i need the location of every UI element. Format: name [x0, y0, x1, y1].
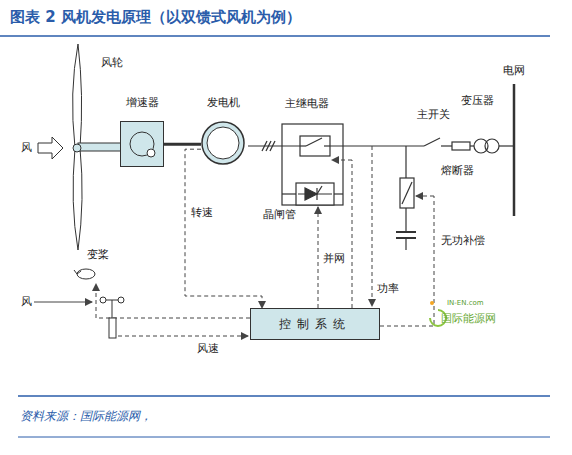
- part-name: 发电机: [181, 96, 265, 109]
- part-label: 变压器: [460, 94, 495, 107]
- part-label: 风: [20, 295, 33, 308]
- part-label: 主开关: [416, 108, 451, 121]
- part-label: 电网: [502, 64, 526, 77]
- edge-label: 转速: [190, 206, 214, 219]
- wind-rotor: [73, 44, 126, 250]
- part-label: 变桨: [86, 248, 110, 261]
- anemometer: [100, 297, 124, 338]
- chart-title: 图表 2 风机发电原理（以双馈式风机为例）: [10, 8, 301, 27]
- header-rule: [0, 36, 550, 37]
- gearbox-shape: [120, 121, 164, 167]
- watermark-text: IN-EN.com: [446, 299, 485, 307]
- part-label: 晶闸管: [262, 208, 297, 221]
- part-label: 并网: [322, 252, 346, 265]
- signal-line: [185, 149, 262, 308]
- part-label: 熔断器: [440, 164, 475, 177]
- part-name: 增速器: [100, 96, 184, 109]
- box-label: 控制系统: [279, 317, 351, 331]
- part-label: 无功补偿: [440, 234, 486, 247]
- part-label: 风: [20, 141, 33, 154]
- generator-symbol: 发电机: [201, 96, 245, 165]
- gearbox-box: 增速器: [120, 96, 164, 167]
- part-label: 功率: [376, 282, 400, 295]
- pitch-symbol: [74, 269, 95, 279]
- part-label: 风轮: [100, 56, 124, 69]
- source-note: 资料来源：国际能源网，: [20, 408, 152, 425]
- part-label: 主继电器: [284, 97, 330, 110]
- drive-shaft: [164, 143, 201, 146]
- footer-rules: [18, 396, 550, 437]
- wind-arrow: [38, 137, 63, 159]
- watermark-text: 国际能源网: [440, 312, 497, 325]
- power-circuit: [248, 84, 514, 250]
- control-box: 控制系统: [250, 308, 380, 340]
- generator-shape: [201, 121, 245, 165]
- part-label: 风速: [196, 342, 220, 355]
